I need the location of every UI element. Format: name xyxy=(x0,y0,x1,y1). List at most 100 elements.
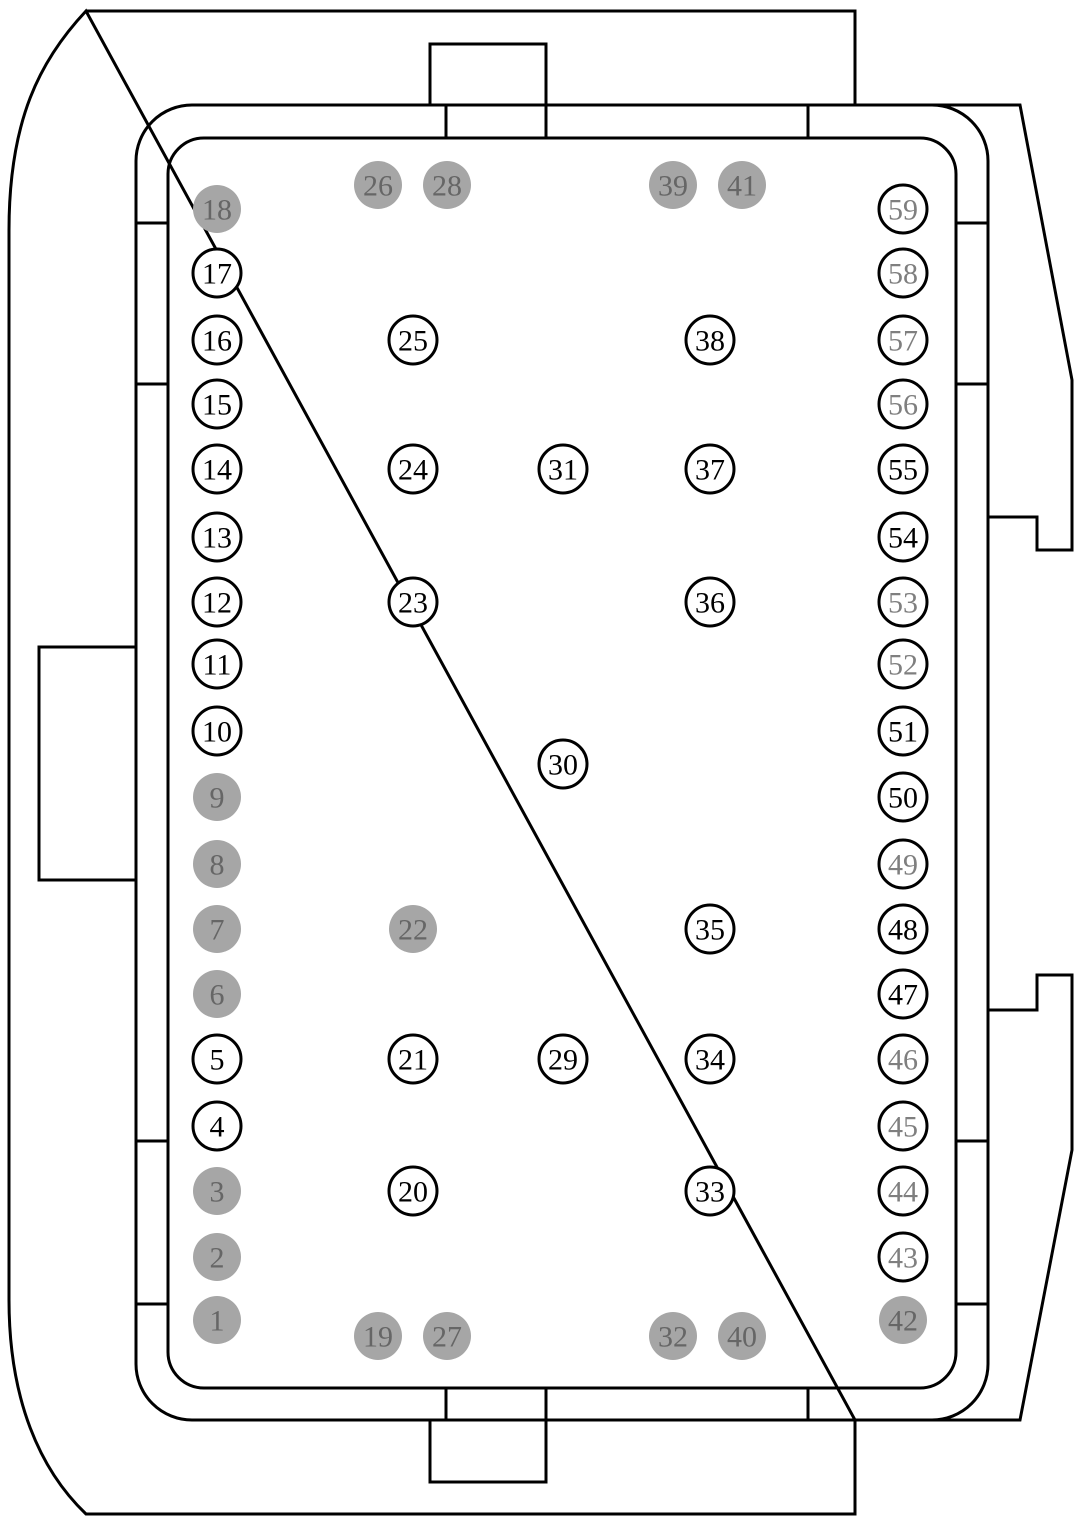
pin-24-circle xyxy=(387,443,439,495)
pin-3: 3 xyxy=(193,1167,241,1215)
pin-49-label: 49 xyxy=(888,849,918,882)
pin-6: 6 xyxy=(193,970,241,1018)
pin-layer: 1234567891011121314151617181920212223242… xyxy=(191,161,929,1360)
pin-40: 40 xyxy=(718,1312,766,1360)
pin-46-circle xyxy=(877,1033,929,1085)
pin-33: 33 xyxy=(684,1165,736,1217)
pin-32-circle xyxy=(649,1312,697,1360)
pin-23-label: 23 xyxy=(398,587,428,620)
pin-43-label: 43 xyxy=(888,1242,918,1275)
pin-45-circle xyxy=(877,1100,929,1152)
pin-21-circle xyxy=(387,1033,439,1085)
pin-38: 38 xyxy=(684,314,736,366)
pin-29: 29 xyxy=(537,1033,589,1085)
pin-23: 23 xyxy=(387,576,439,628)
pin-41-label: 41 xyxy=(727,170,757,203)
pin-38-label: 38 xyxy=(695,325,725,358)
pin-26-circle xyxy=(354,161,402,209)
pin-50-label: 50 xyxy=(888,782,918,815)
pin-51: 51 xyxy=(877,705,929,757)
pin-26-label: 26 xyxy=(363,170,393,203)
pin-20-label: 20 xyxy=(398,1176,428,1209)
pin-39-circle xyxy=(649,161,697,209)
pin-18-label: 18 xyxy=(202,194,232,227)
pin-1: 1 xyxy=(193,1296,241,1344)
pin-15-label: 15 xyxy=(202,389,232,422)
pin-4-circle xyxy=(191,1100,243,1152)
pin-47: 47 xyxy=(877,968,929,1020)
pin-42: 42 xyxy=(879,1296,927,1344)
pin-55-label: 55 xyxy=(888,454,918,487)
connector-left-latch xyxy=(37,645,136,882)
pin-52: 52 xyxy=(877,638,929,690)
pin-6-circle xyxy=(193,970,241,1018)
pin-13-label: 13 xyxy=(202,522,232,555)
pin-32-label: 32 xyxy=(658,1321,688,1354)
pin-8-label: 8 xyxy=(210,849,225,882)
pin-28: 28 xyxy=(423,161,471,209)
pin-44: 44 xyxy=(877,1165,929,1217)
pin-6-label: 6 xyxy=(210,979,225,1012)
pin-20-circle xyxy=(387,1165,439,1217)
pin-21-label: 21 xyxy=(398,1044,428,1077)
pin-30-label: 30 xyxy=(548,749,578,782)
pin-36-circle xyxy=(684,576,736,628)
pin-41-circle xyxy=(718,161,766,209)
pin-12-circle xyxy=(191,576,243,628)
connector-bottom-tab xyxy=(428,1388,810,1484)
pin-56-label: 56 xyxy=(888,389,918,422)
pin-35-label: 35 xyxy=(695,914,725,947)
pin-43-circle xyxy=(877,1231,929,1283)
pin-38-circle xyxy=(684,314,736,366)
pin-48-circle xyxy=(877,903,929,955)
pin-42-circle xyxy=(879,1296,927,1344)
pin-58: 58 xyxy=(877,247,929,299)
pin-19-circle xyxy=(354,1312,402,1360)
pin-20: 20 xyxy=(387,1165,439,1217)
pin-14: 14 xyxy=(191,443,243,495)
pin-58-circle xyxy=(877,247,929,299)
connector-right-lock-arm xyxy=(920,103,1074,1422)
pin-30: 30 xyxy=(537,738,589,790)
pin-31-label: 31 xyxy=(548,454,578,487)
pin-47-label: 47 xyxy=(888,979,918,1012)
pin-45-label: 45 xyxy=(888,1111,918,1144)
pin-34: 34 xyxy=(684,1033,736,1085)
pin-25-label: 25 xyxy=(398,325,428,358)
pin-7-label: 7 xyxy=(210,914,225,947)
pin-5-label: 5 xyxy=(210,1044,225,1077)
pin-36: 36 xyxy=(684,576,736,628)
pin-8: 8 xyxy=(193,840,241,888)
pin-4-label: 4 xyxy=(210,1111,225,1144)
pin-50-circle xyxy=(877,771,929,823)
pin-51-circle xyxy=(877,705,929,757)
pin-2: 2 xyxy=(193,1233,241,1281)
pin-26: 26 xyxy=(354,161,402,209)
pin-58-label: 58 xyxy=(888,258,918,291)
pin-11: 11 xyxy=(191,638,243,690)
pin-46: 46 xyxy=(877,1033,929,1085)
pin-45: 45 xyxy=(877,1100,929,1152)
pin-54: 54 xyxy=(877,511,929,563)
pin-37: 37 xyxy=(684,443,736,495)
pin-8-circle xyxy=(193,840,241,888)
pin-3-label: 3 xyxy=(210,1176,225,1209)
pin-24: 24 xyxy=(387,443,439,495)
pin-12-label: 12 xyxy=(202,587,232,620)
pin-32: 32 xyxy=(649,1312,697,1360)
pin-53: 53 xyxy=(877,576,929,628)
pin-54-circle xyxy=(877,511,929,563)
pin-16: 16 xyxy=(191,314,243,366)
pin-19: 19 xyxy=(354,1312,402,1360)
pin-36-label: 36 xyxy=(695,587,725,620)
pin-15: 15 xyxy=(191,378,243,430)
pin-33-circle xyxy=(684,1165,736,1217)
pin-17-circle xyxy=(191,247,243,299)
pin-4: 4 xyxy=(191,1100,243,1152)
pin-1-label: 1 xyxy=(210,1305,225,1338)
pin-56: 56 xyxy=(877,378,929,430)
pin-18: 18 xyxy=(193,185,241,233)
pin-35: 35 xyxy=(684,903,736,955)
pin-37-label: 37 xyxy=(695,454,725,487)
